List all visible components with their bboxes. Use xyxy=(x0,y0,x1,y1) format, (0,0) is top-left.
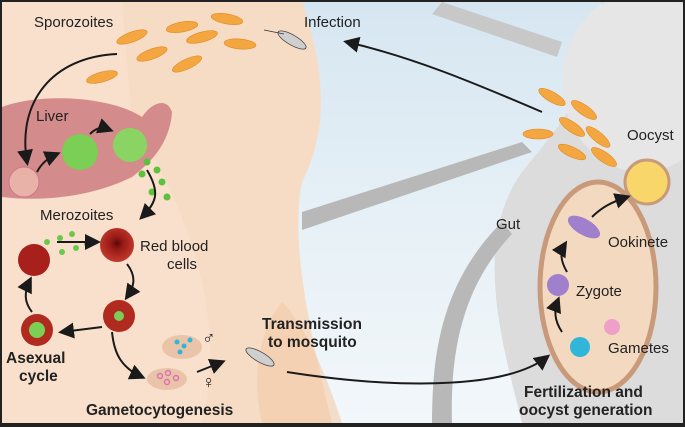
label-cycle: cycle xyxy=(19,368,58,385)
label-gametes: Gametes xyxy=(608,340,669,357)
male-symbol-icon: ♂ xyxy=(202,328,216,348)
zygote xyxy=(547,274,569,296)
mosquito-infection xyxy=(263,29,307,50)
label-infection: Infection xyxy=(304,14,361,31)
male-gamete xyxy=(570,337,590,357)
label-merozoites: Merozoites xyxy=(40,207,114,224)
label-ookinete: Ookinete xyxy=(608,234,669,251)
label-transmission: Transmission xyxy=(262,316,362,333)
label-red-blood: Red blood xyxy=(140,238,209,255)
label-zygote: Zygote xyxy=(576,283,622,300)
label-liver: Liver xyxy=(36,108,69,125)
label-gametocytogenesis: Gametocytogenesis xyxy=(86,402,234,419)
label-sporozoites: Sporozoites xyxy=(34,14,114,31)
label-gut: Gut xyxy=(496,216,521,233)
arrows xyxy=(17,36,631,385)
label-oocyst: Oocyst xyxy=(627,127,674,144)
ookinete xyxy=(567,215,601,239)
mosquito-leg-1 xyxy=(302,142,532,230)
label-cells: cells xyxy=(167,256,198,273)
label-oocyst-generation: oocyst generation xyxy=(519,402,653,419)
female-gamete xyxy=(604,319,620,335)
label-to-mosquito: to mosquito xyxy=(268,334,357,351)
label-asexual: Asexual xyxy=(6,350,66,367)
sporozoites xyxy=(86,13,617,167)
mosquito-transmission xyxy=(245,347,275,367)
oocyst xyxy=(623,158,671,206)
mosquito-leg-3 xyxy=(432,2,562,57)
mosquito-gut xyxy=(537,179,659,395)
merozoites-release xyxy=(138,158,171,201)
human-hand xyxy=(257,302,342,423)
mosquito-leg-2 xyxy=(432,222,512,423)
female-symbol-icon: ♀ xyxy=(202,372,216,392)
rbc-infected-burst xyxy=(18,244,50,276)
rbc-healthy xyxy=(100,228,134,262)
label-fertilization: Fertilization and xyxy=(524,384,643,401)
